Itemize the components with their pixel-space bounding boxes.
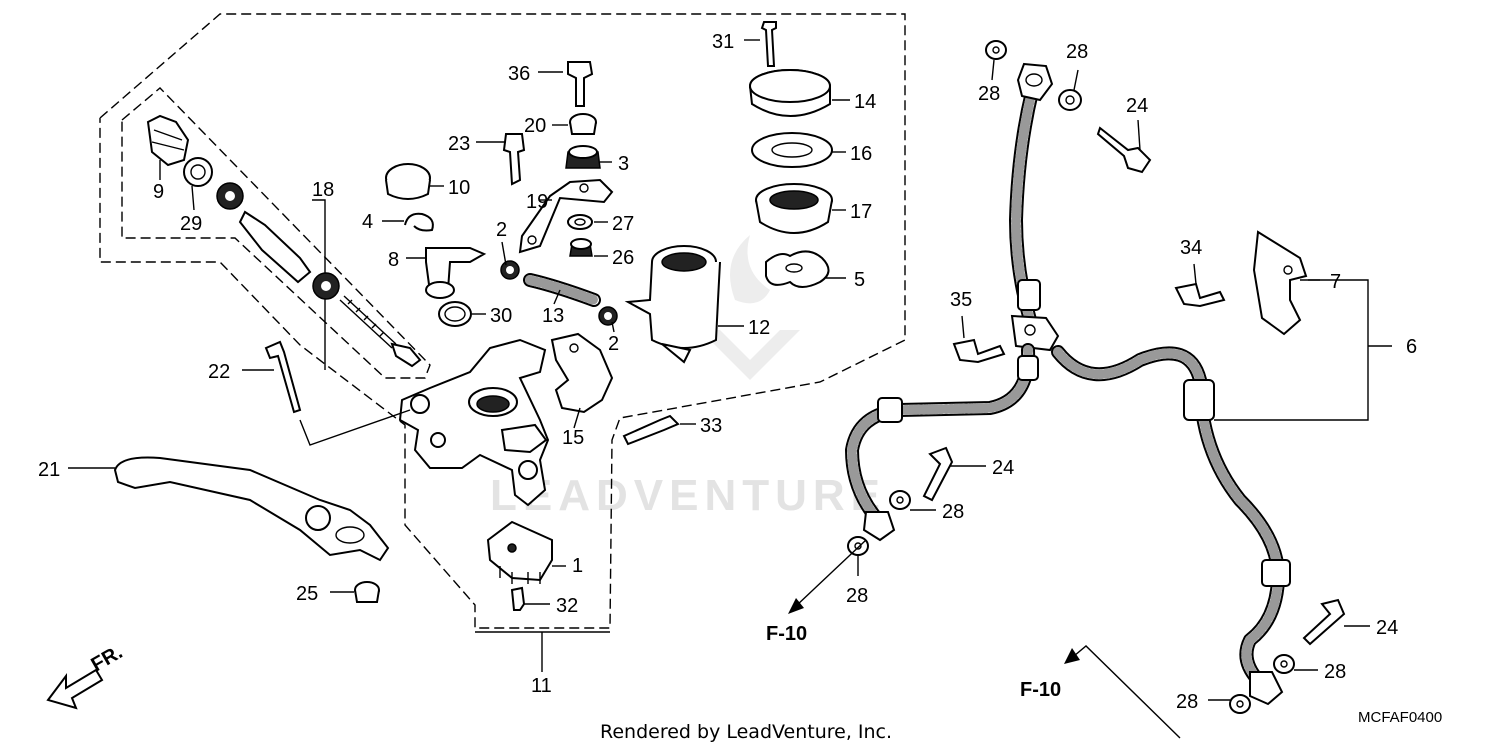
leader-lines <box>68 39 1392 739</box>
callout-26: 26 <box>612 247 634 269</box>
part-24-bolt-lower <box>1302 598 1346 646</box>
callouts: 1 2 2 3 4 5 6 7 8 9 10 11 12 13 14 15 16… <box>38 31 1417 713</box>
part-13-hose <box>523 273 601 307</box>
callout-3: 3 <box>618 153 629 175</box>
upper-brake-hose <box>1009 62 1054 327</box>
part-17-diaphragm <box>755 183 833 234</box>
joint-block <box>1010 314 1060 352</box>
callout-29: 29 <box>180 213 202 235</box>
part-23-bolt <box>502 133 526 186</box>
callout-34: 34 <box>1180 237 1202 259</box>
part-5-float <box>765 250 830 288</box>
callout-28-b: 28 <box>1066 41 1088 63</box>
part-29-circlip <box>183 157 213 187</box>
callout-24-lower: 24 <box>1376 617 1398 639</box>
callout-15: 15 <box>562 427 584 449</box>
callout-11: 11 <box>531 675 552 697</box>
callout-9: 9 <box>153 181 164 203</box>
part-30-oring <box>438 301 472 327</box>
callout-33: 33 <box>700 415 722 437</box>
part-9-boot <box>146 114 190 167</box>
part-27-washer <box>567 214 593 230</box>
callout-10: 10 <box>448 177 470 199</box>
callout-18: 18 <box>312 179 334 201</box>
callout-19: 19 <box>526 191 548 213</box>
part-2-clamp-upper <box>500 260 520 280</box>
washers-28 <box>847 40 1295 714</box>
watermark: LEADVENTURE <box>490 235 886 520</box>
part-19-stay <box>518 178 614 254</box>
callout-28-f: 28 <box>1176 691 1198 713</box>
front-direction-arrow: FR. <box>46 641 126 710</box>
part-26-grommet <box>569 238 593 257</box>
callout-21: 21 <box>38 459 60 481</box>
reference-f10-right: F-10 <box>1020 679 1061 701</box>
footer-credit: Rendered by LeadVenture, Inc. <box>600 721 892 743</box>
callout-12: 12 <box>748 317 770 339</box>
part-15-holder <box>550 332 614 414</box>
master-cylinder-body <box>398 338 550 507</box>
part-24-bolt-top <box>1096 126 1152 174</box>
callout-35: 35 <box>950 289 972 311</box>
callout-24-middle: 24 <box>992 457 1014 479</box>
callout-36: 36 <box>508 63 530 85</box>
callout-16: 16 <box>850 143 872 165</box>
watermark-text: LEADVENTURE <box>490 471 886 520</box>
callout-20: 20 <box>524 115 546 137</box>
callout-23: 23 <box>448 133 470 155</box>
part-24-bolt-middle <box>922 446 954 502</box>
callout-13: 13 <box>542 305 564 327</box>
diagram-code: MCFAF0400 <box>1358 709 1442 726</box>
callout-4: 4 <box>362 211 373 233</box>
part-1-switch <box>486 520 553 584</box>
callout-30: 30 <box>490 305 512 327</box>
part-8-joint <box>425 247 487 299</box>
callout-28-e: 28 <box>1324 661 1346 683</box>
right-brake-hose <box>1051 345 1291 706</box>
callout-27: 27 <box>612 213 634 235</box>
callout-24-top: 24 <box>1126 95 1148 117</box>
part-16-plate <box>751 132 833 168</box>
part-18-piston-set <box>216 182 422 368</box>
part-14-cap <box>749 69 831 117</box>
part-7-hose-clamp <box>1252 230 1308 336</box>
part-31-screw <box>760 21 777 67</box>
callout-32: 32 <box>556 595 578 617</box>
part-22-pivot-bolt <box>264 340 302 414</box>
callout-5: 5 <box>854 269 865 291</box>
callout-8: 8 <box>388 249 399 271</box>
callout-28-c: 28 <box>942 501 964 523</box>
callout-1: 1 <box>572 555 583 577</box>
callout-22: 22 <box>208 361 230 383</box>
part-36-bolt <box>567 61 594 107</box>
left-brake-hose <box>845 343 1039 542</box>
callout-2-upper: 2 <box>496 219 507 241</box>
callout-14: 14 <box>854 91 876 113</box>
part-2-clamp-lower <box>598 306 618 326</box>
callout-31: 31 <box>712 31 734 53</box>
callout-17: 17 <box>850 201 872 223</box>
reference-f10-left: F-10 <box>766 623 807 645</box>
part-3-nut <box>565 145 601 169</box>
part-34-bolt <box>1174 282 1226 308</box>
part-12-reservoir <box>624 245 721 364</box>
callout-7: 7 <box>1330 271 1341 293</box>
part-32-screw <box>510 586 526 611</box>
callout-28-d: 28 <box>846 585 868 607</box>
part-4-clip <box>404 212 434 232</box>
callout-2-lower: 2 <box>608 333 619 355</box>
part-21-lever <box>113 456 390 562</box>
assembly-outlines <box>99 13 906 629</box>
callout-28-a: 28 <box>978 83 1000 105</box>
part-10-cap <box>385 163 431 200</box>
part-20-washer <box>569 113 597 135</box>
part-25-nut <box>354 581 380 603</box>
callout-6: 6 <box>1406 336 1417 358</box>
part-33-bolt <box>622 414 680 446</box>
part-35-bolt <box>952 338 1006 364</box>
callout-25: 25 <box>296 583 318 605</box>
